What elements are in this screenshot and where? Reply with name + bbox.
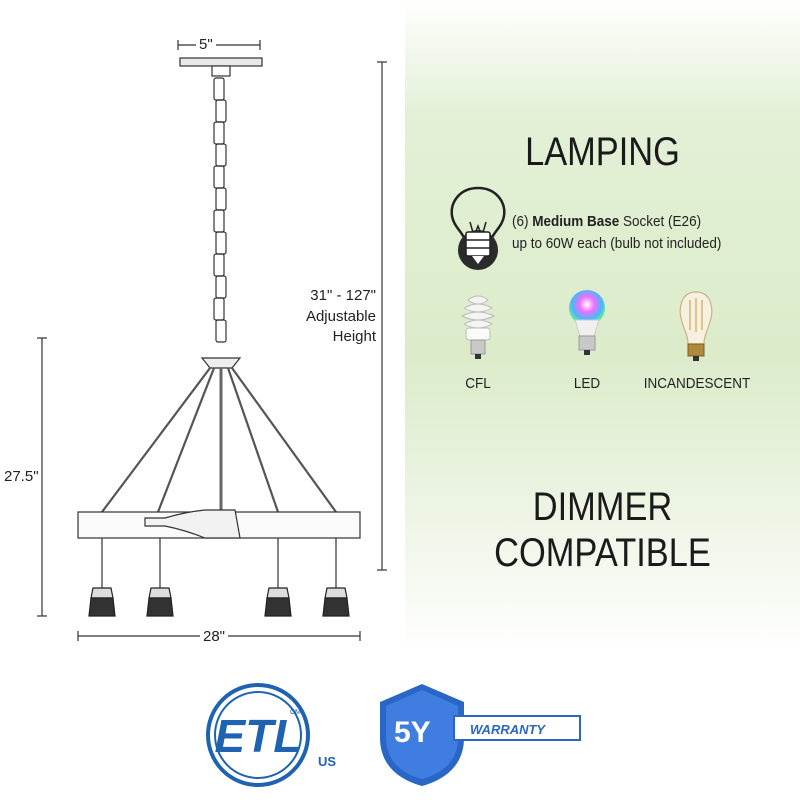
hub: [200, 357, 242, 369]
height-range-label: 31" - 127": [310, 287, 376, 304]
bulb-label-led: LED: [573, 375, 601, 392]
sockets: [88, 587, 350, 617]
etl-logo: ETL CM US: [206, 683, 336, 787]
adjustable-label: Adjustable: [305, 308, 376, 325]
height-label: Height: [332, 328, 376, 345]
socket-spec: (6) Medium Base Socket (E26): [512, 213, 701, 230]
canopy: [179, 57, 263, 67]
socket-count: (6): [512, 213, 533, 230]
dimmer-title: DIMMER COMPATIBLE: [433, 484, 773, 576]
arms: [101, 367, 337, 513]
warranty-shield-icon: 5Y WARRANTY: [380, 684, 581, 786]
fixture-width-label: 28": [200, 628, 229, 645]
bulb-label-cfl: CFL: [465, 375, 491, 392]
edison-bulb-icon: [679, 291, 713, 361]
svg-text:WARRANTY: WARRANTY: [470, 722, 546, 737]
etl-letters: ETL: [215, 710, 302, 762]
led-bulb-icon: [569, 290, 605, 355]
svg-text:5Y: 5Y: [394, 716, 431, 749]
fixture-height-label: 27.5": [4, 468, 39, 485]
cfl-bulb-icon: [461, 295, 496, 359]
chain: [213, 77, 227, 343]
wattage-spec: up to 60W each (bulb not included): [512, 235, 722, 252]
bulb-label-incandescent: INCANDESCENT: [643, 375, 751, 392]
dimmer-line-2: COMPATIBLE: [494, 531, 711, 575]
lightbulb-icon: [450, 186, 506, 270]
svg-text:CM: CM: [290, 709, 301, 716]
socket-type: Medium Base: [532, 213, 620, 230]
socket-standard: Socket (E26): [619, 213, 702, 230]
canopy-width-label: 5": [196, 36, 216, 53]
svg-text:US: US: [318, 754, 336, 769]
lamping-title: LAMPING: [525, 130, 680, 174]
dimmer-line-1: DIMMER: [532, 485, 673, 529]
